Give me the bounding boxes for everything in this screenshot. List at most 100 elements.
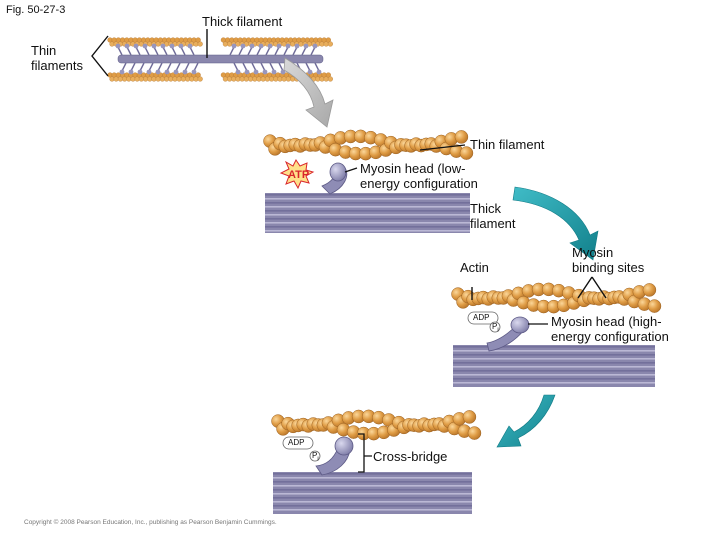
step2-thick-stripe (453, 354, 655, 356)
overview-myosin-tail (260, 62, 266, 72)
copyright-text: Copyright © 2008 Pearson Education, Inc.… (24, 519, 277, 526)
overview-myosin-head (155, 69, 161, 75)
cross-bridge-label: Cross-bridge (373, 449, 448, 464)
overview-myosin-head (115, 43, 121, 49)
figure-label: Fig. 50-27-3 (6, 4, 66, 16)
overview-thin-top-bead (197, 41, 203, 47)
step2-thick-stripe (453, 378, 655, 380)
overview-myosin-tail (139, 62, 145, 72)
step1-panel (263, 129, 474, 233)
step1-actin-bead (459, 146, 474, 160)
overview-myosin-tail (117, 46, 123, 56)
overview-myosin-tail (229, 46, 235, 56)
step2-actin-bead (642, 283, 657, 297)
overview-myosin-tail (189, 46, 195, 56)
overview-myosin-head (276, 43, 282, 49)
overview-myosin-head (182, 69, 188, 75)
overview-sarcomere (91, 29, 333, 82)
step3-myosin-head (315, 436, 354, 476)
step2-pi-label: Pi (492, 322, 499, 336)
step1-thick-stripe (265, 210, 470, 212)
overview-myosin-tail (283, 46, 289, 56)
step2-thick-stripe (453, 370, 655, 372)
cycle-arrow-1 (512, 186, 599, 261)
step2-adp-box (467, 311, 499, 325)
step3-actin-bead (462, 410, 477, 424)
overview-thick-core (117, 54, 324, 64)
overview-myosin-head (173, 69, 179, 75)
step2-thick-stripe (453, 346, 655, 348)
step3-thick-stripe (273, 485, 472, 487)
step1-thick-stripe (265, 222, 470, 224)
step3-thick-stripe (273, 473, 472, 475)
overview-myosin-head (191, 69, 197, 75)
overview-thin-bottom-bead (195, 72, 201, 78)
overview-myosin-head (142, 43, 148, 49)
overview-myosin-head (307, 69, 313, 75)
step2-thick-stripe (453, 362, 655, 364)
overview-myosin-head (294, 43, 300, 49)
step3-thick-stripe (273, 497, 472, 499)
overview-myosin-tail (314, 62, 320, 72)
overview-myosin-tail (171, 46, 177, 56)
step3-adp-box (282, 436, 314, 450)
overview-myosin-tail (292, 46, 298, 56)
step1-actin-bead (454, 130, 469, 144)
step1-myosin-head-label-2: energy configuration (360, 176, 478, 191)
binding-sites-label-1: Myosin (572, 245, 614, 260)
overview-myosin-head (178, 43, 184, 49)
overview-myosin-head (187, 43, 193, 49)
step1-thick-stripe (265, 206, 470, 208)
step1-thick-filament-label-1: Thick (470, 201, 502, 216)
overview-myosin-head (128, 69, 134, 75)
step2-pi-subscript: i (497, 327, 499, 334)
step3-actin-strand (271, 409, 482, 441)
step3-panel (271, 409, 482, 514)
overview-myosin-tail (148, 62, 154, 72)
overview-myosin-head (124, 43, 130, 49)
overview-myosin-tail (193, 62, 199, 72)
overview-myosin-tail (251, 62, 257, 72)
overview-myosin-head (280, 69, 286, 75)
step3-thick-filament (273, 472, 472, 514)
step3-thick-stripe (273, 493, 472, 495)
step2-panel (451, 276, 662, 387)
atp-label: ATP (288, 169, 310, 181)
overview-thin-top-bead (195, 37, 201, 43)
step2-pi-letter: P (492, 322, 498, 331)
step2-thick-stripe (453, 382, 655, 384)
step1-thin-filament-label: Thin filament (470, 137, 545, 152)
overview-myosin-head (240, 43, 246, 49)
step3-thick-stripe (273, 505, 472, 507)
overview-myosin-head (249, 43, 255, 49)
overview-myosin-head (312, 43, 318, 49)
overview-myosin-head (303, 43, 309, 49)
step2-actin-strand (451, 282, 662, 314)
overview-myosin-tail (166, 62, 172, 72)
thin-filaments-label-1: Thin (31, 43, 57, 58)
overview-myosin-tail (265, 46, 271, 56)
overview-thin-filament-bottom (107, 72, 333, 82)
overview-myosin-head (133, 43, 139, 49)
step3-thick-stripe (273, 489, 472, 491)
overview-myosin-tail (256, 46, 262, 56)
step1-thick-stripe (265, 230, 470, 232)
overview-myosin-head (262, 69, 268, 75)
overview-myosin-head (119, 69, 125, 75)
overview-myosin-head (164, 69, 170, 75)
step1-thick-filament (265, 193, 470, 233)
step2-thick-stripe (453, 358, 655, 360)
step3-pi-label: Pi (312, 451, 319, 465)
step3-actin-bead (467, 426, 482, 440)
overview-myosin-tail (269, 62, 275, 72)
step2-myosin-head-label-2: energy configuration (551, 329, 669, 344)
overview-myosin-tail (157, 62, 163, 72)
binding-site-pointer-2 (591, 276, 607, 299)
step3-pi-letter: P (312, 451, 318, 460)
step3-pi-circle (309, 450, 321, 462)
step3-adp-label: ADP (288, 438, 305, 447)
overview-myosin-tail (301, 46, 307, 56)
step1-thick-stripe (265, 226, 470, 228)
